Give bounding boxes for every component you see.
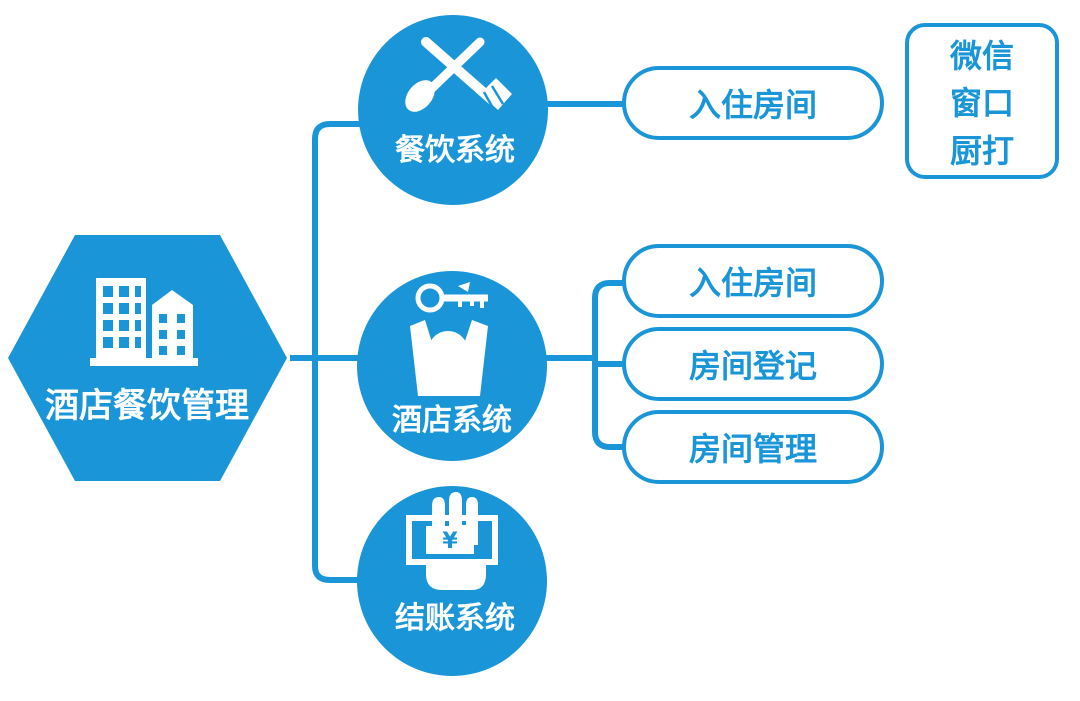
root-label: 酒店餐饮管理 [45,386,249,426]
hotel-system-node[interactable]: 酒店系统 [357,271,547,461]
hotel-item-label-3: 房间管理 [689,430,817,468]
checkout-system-label: 结账系统 [395,601,515,636]
hotel-item-check-in-room[interactable]: 入住房间 [622,244,884,318]
order-channels-box: 微信 窗口 厨打 [905,23,1059,179]
order-channel-kitchen-print: 厨打 [950,132,1014,170]
hotel-item-room-registration[interactable]: 房间登记 [622,327,884,401]
order-channel-wechat: 微信 [949,37,1014,75]
hotel-item-room-management[interactable]: 房间管理 [622,410,884,484]
hotel-item-label-1: 入住房间 [689,264,817,302]
checkout-system-node[interactable]: ¥ 结账系统 [357,486,547,676]
order-channel-window: 窗口 [950,84,1014,122]
root-node: 酒店餐饮管理 [8,235,287,481]
connectors [290,101,625,583]
hotel-system-label: 酒店系统 [392,403,512,438]
person-with-key-icon [410,282,488,396]
dining-item-label: 入住房间 [689,86,817,124]
fork-spoon-icon [405,37,512,112]
hotel-item-label-2: 房间登记 [689,347,817,385]
hand-holding-money-icon: ¥ [406,492,498,590]
dining-item-check-in-room[interactable]: 入住房间 [622,66,884,140]
currency-symbol: ¥ [442,529,458,554]
connector-main-branch [312,121,362,583]
dining-system-node[interactable]: 餐饮系统 [358,15,548,205]
dining-system-label: 餐饮系统 [395,133,515,168]
